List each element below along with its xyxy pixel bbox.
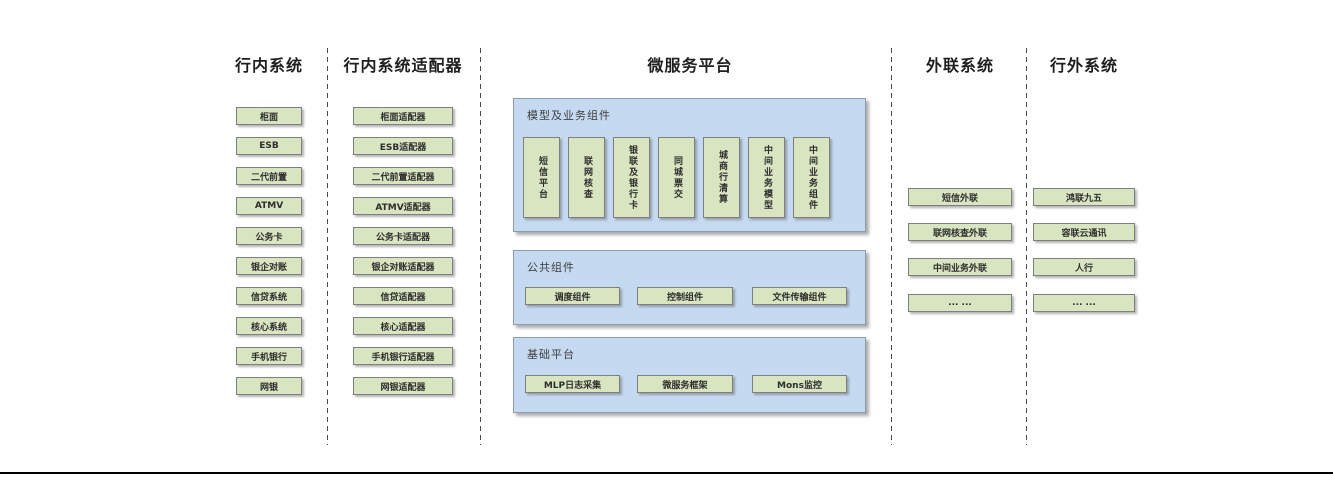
- adapter-box: ESB适配器: [353, 137, 453, 155]
- adapter-box: ATMV适配器: [353, 197, 453, 215]
- outreach-box: ... ...: [908, 294, 1012, 312]
- column-separator: [327, 48, 328, 445]
- component-box: 短信平台: [523, 137, 560, 218]
- section-title: 模型及业务组件: [527, 109, 611, 122]
- adapter-box: 银企对账适配器: [353, 257, 453, 275]
- system-box: 核心系统: [236, 317, 302, 335]
- system-box: 银企对账: [236, 257, 302, 275]
- component-box: 中间业务组件: [793, 137, 830, 218]
- component-box: 控制组件: [637, 287, 733, 305]
- external-box: 鸿联九五: [1033, 188, 1135, 206]
- system-box: ATMV: [236, 197, 302, 215]
- system-box: 手机银行: [236, 347, 302, 365]
- component-box: 联网核查: [568, 137, 605, 218]
- system-box: 公务卡: [236, 227, 302, 245]
- component-box: 中间业务模型: [748, 137, 785, 218]
- adapter-box: 信贷适配器: [353, 287, 453, 305]
- external-box: ... ...: [1033, 294, 1135, 312]
- system-box: ESB: [236, 137, 302, 155]
- adapter-box: 核心适配器: [353, 317, 453, 335]
- adapter-box: 公务卡适配器: [353, 227, 453, 245]
- component-box: 调度组件: [525, 287, 620, 305]
- outreach-box: 联网核查外联: [908, 223, 1012, 241]
- column-separator: [1026, 48, 1027, 445]
- section-title: 公共组件: [527, 261, 575, 274]
- component-box: 文件传输组件: [752, 287, 847, 305]
- external-box: 人行: [1033, 258, 1135, 276]
- component-box: MLP日志采集: [525, 375, 620, 393]
- system-box: 柜面: [236, 107, 302, 125]
- system-box: 信贷系统: [236, 287, 302, 305]
- component-box: 银联及银行卡: [613, 137, 650, 218]
- header-microservice-platform: 微服务平台: [647, 56, 733, 75]
- adapter-box: 手机银行适配器: [353, 347, 453, 365]
- column-separator: [891, 48, 892, 445]
- component-box: 同城票交: [658, 137, 695, 218]
- outreach-box: 中间业务外联: [908, 258, 1012, 276]
- header-external-systems: 行外系统: [1049, 56, 1118, 75]
- header-outreach-systems: 外联系统: [925, 56, 994, 75]
- adapter-box: 柜面适配器: [353, 107, 453, 125]
- component-box: 城商行清算: [703, 137, 740, 218]
- adapter-box: 二代前置适配器: [353, 167, 453, 185]
- header-internal-systems: 行内系统: [234, 56, 303, 75]
- outreach-box: 短信外联: [908, 188, 1012, 206]
- external-box: 容联云通讯: [1033, 223, 1135, 241]
- column-separator: [480, 48, 481, 445]
- header-internal-adapters: 行内系统适配器: [343, 56, 463, 75]
- section-title: 基础平台: [527, 348, 575, 361]
- system-box: 网银: [236, 377, 302, 395]
- system-box: 二代前置: [236, 167, 302, 185]
- page-divider-line: [0, 472, 1333, 474]
- component-box: Mons监控: [752, 375, 847, 393]
- component-box: 微服务框架: [637, 375, 733, 393]
- adapter-box: 网银适配器: [353, 377, 453, 395]
